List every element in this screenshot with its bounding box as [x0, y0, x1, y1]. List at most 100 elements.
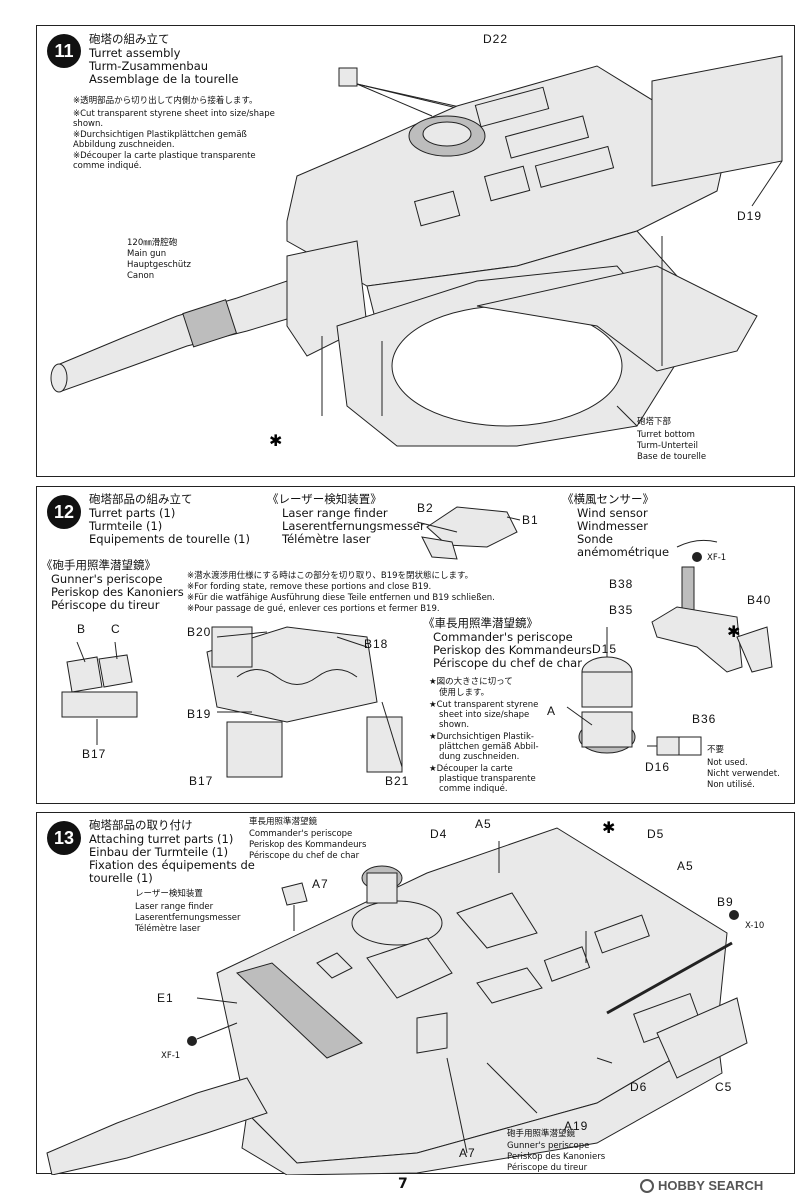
- part-b35-label: B35: [609, 603, 634, 617]
- gunner-label-jp: 砲手用照準潜望鏡: [507, 1129, 576, 1139]
- part-b18-label: B18: [364, 637, 389, 651]
- part-b17b-label: B17: [189, 774, 214, 788]
- star-note-fr3: comme indiqué.: [439, 784, 508, 794]
- part-xf1-label: XF-1: [707, 553, 727, 563]
- commander-label-de: Periskop des Kommandeurs: [433, 643, 592, 657]
- gunner-label-jp: 《砲手用照準潜望鏡》: [41, 558, 156, 572]
- part-a19-label: A19: [564, 1119, 589, 1133]
- part-d4-label: D4: [430, 827, 448, 841]
- part-d19-label: D19: [737, 209, 763, 223]
- step-title-en: Turret assembly: [89, 46, 181, 60]
- wind-label-fr2: anémométrique: [577, 545, 670, 559]
- gun-label-de: Hauptgeschütz: [127, 260, 192, 270]
- part-x10-label: X-10: [745, 921, 765, 931]
- gunner-label-fr: Périscope du tireur: [51, 598, 160, 612]
- wind-label-jp: 《横風センサー》: [562, 492, 654, 506]
- part-b20-label: B20: [187, 625, 212, 639]
- gun-label-fr: Canon: [127, 271, 155, 281]
- step-title-en: Attaching turret parts (1): [89, 832, 234, 846]
- part-b19-label: B19: [187, 707, 212, 721]
- commander-label-fr: Périscope du chef de char: [433, 656, 582, 670]
- step-13-panel: ✱ 13 砲塔部品の取り付け Attaching turret parts (1…: [36, 812, 795, 1175]
- page-number: 7: [398, 1176, 408, 1192]
- step-title-jp: 砲塔部品の取り付け: [89, 818, 193, 832]
- hobby-search-logo-icon: [640, 1178, 654, 1193]
- gunner-label-fr: Périscope du tireur: [507, 1163, 588, 1173]
- step-11-panel: ✱ 11 砲塔の組み立て Turret assembly Turm-Zusamm…: [36, 25, 795, 477]
- star-note-de2: plättchen gemäß Abbil-: [439, 742, 539, 752]
- star-note-fr2: plastique transparente: [439, 774, 536, 784]
- star-note-fr1: ★Découper la carte: [429, 764, 513, 774]
- part-d22-label: D22: [483, 32, 509, 46]
- step-title-fr1: Fixation des équipements de: [89, 858, 255, 872]
- step-title-fr: Assemblage de la tourelle: [89, 72, 239, 86]
- laser-label-jp: 《レーザー検知装置》: [267, 492, 382, 506]
- fording-note-de: ※Für die watfähige Ausführung diese Teil…: [187, 593, 495, 603]
- not-used-jp: 不要: [707, 745, 725, 755]
- star-note-jp2: 使用します。: [439, 688, 490, 698]
- not-used-de: Nicht verwendet.: [707, 769, 780, 779]
- watermark-text: HOBBY SEARCH: [658, 1178, 764, 1193]
- part-b40-label: B40: [747, 593, 772, 607]
- part-b-label: B: [77, 622, 87, 636]
- gunner-label-en: Gunner's periscope: [507, 1141, 590, 1151]
- turret-assembly-drawing: ✱: [50, 55, 783, 450]
- wind-label-en: Wind sensor: [577, 506, 648, 520]
- gunner-label-de: Periskop des Kanoniers: [507, 1152, 606, 1162]
- commander-label-fr: Périscope du chef de char: [249, 851, 360, 861]
- bottom-label-jp: 砲塔下部: [637, 417, 672, 427]
- fording-note-en: ※For fording state, remove these portion…: [187, 582, 432, 592]
- laser-label-fr: Télémètre laser: [282, 532, 371, 546]
- watermark: HOBBY SEARCH: [640, 1178, 763, 1193]
- step-number-badge: 11: [47, 34, 81, 68]
- fording-note-fr: ※Pour passage de gué, enlever ces portio…: [187, 604, 440, 614]
- step-number-badge: 13: [47, 821, 81, 855]
- wind-label-de: Windmesser: [577, 519, 648, 533]
- part-a5-label: A5: [475, 817, 492, 831]
- part-b1-label: B1: [522, 513, 539, 527]
- part-b38-label: B38: [609, 577, 634, 591]
- step-title-de: Einbau der Turmteile (1): [89, 845, 229, 859]
- commander-label-jp: 車長用照準潜望鏡: [249, 817, 318, 827]
- part-a5b-label: A5: [677, 859, 694, 873]
- part-d15-label: D15: [592, 642, 618, 656]
- not-used-en: Not used.: [707, 758, 748, 768]
- commander-label-de: Periskop des Kommandeurs: [249, 840, 367, 850]
- bottom-label-en: Turret bottom: [637, 430, 695, 440]
- star-note-de1: ★Durchsichtigen Plastik-: [429, 732, 534, 742]
- part-a-label: A: [547, 704, 557, 718]
- step-title-fr: Equipements de tourelle (1): [89, 532, 250, 546]
- step-title-de: Turm-Zusammenbau: [89, 59, 209, 73]
- step-title-jp: 砲塔の組み立て: [89, 32, 170, 46]
- note-de: ※Durchsichtigen Plastikplättchen gemäß A…: [73, 130, 247, 150]
- svg-text:✱: ✱: [602, 818, 615, 837]
- step-title-jp: 砲塔部品の組み立て: [89, 492, 193, 506]
- part-a7b-label: A7: [459, 1146, 476, 1160]
- step-title-en: Turret parts (1): [89, 506, 176, 520]
- part-c5-label: C5: [715, 1080, 733, 1094]
- part-d5-label: D5: [647, 827, 665, 841]
- part-b2-label: B2: [417, 501, 434, 515]
- gun-label-en: Main gun: [127, 249, 167, 259]
- star-note-en3: shown.: [439, 720, 470, 730]
- laser-label-en: Laser range finder: [135, 902, 214, 912]
- fording-note-jp: ※潜水渡渉用仕様にする時はこの部分を切り取り、B19を閉状態にします。: [187, 571, 474, 581]
- star-note-en1: ★Cut transparent styrene: [429, 700, 539, 710]
- bottom-label-de: Turm-Unterteil: [637, 441, 698, 451]
- part-xf1-label: XF-1: [161, 1051, 181, 1061]
- commander-label-en: Commander's periscope: [433, 630, 573, 644]
- part-b9-label: B9: [717, 895, 734, 909]
- wind-label-fr1: Sonde: [577, 532, 613, 546]
- svg-text:✱: ✱: [269, 431, 282, 450]
- part-d6-label: D6: [630, 1080, 648, 1094]
- laser-label-fr: Télémètre laser: [135, 924, 201, 934]
- step-12-panel: ✱ 12 砲塔部品の組み立て Turret parts (1) Turmtei: [36, 486, 795, 804]
- note-en: ※Cut transparent styrene sheet into size…: [73, 109, 275, 129]
- bottom-label-fr: Base de tourelle: [637, 452, 707, 462]
- step-number-badge: 12: [47, 495, 81, 529]
- star-note-jp1: ★図の大きさに切って: [429, 677, 513, 687]
- laser-label-de: Laserentfernungsmesser: [282, 519, 425, 533]
- part-a7-label: A7: [312, 877, 329, 891]
- part-b36-label: B36: [692, 712, 717, 726]
- laser-label-en: Laser range finder: [282, 506, 388, 520]
